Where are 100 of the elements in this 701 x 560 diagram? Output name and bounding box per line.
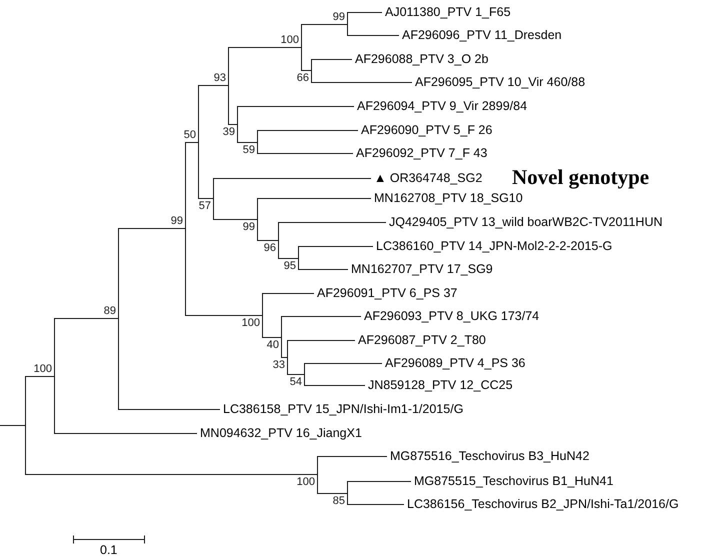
- branch-line: [256, 153, 354, 154]
- taxon-label: AF296091_PTV 6_PS 37: [317, 286, 458, 301]
- clade-node-line: [347, 481, 348, 505]
- branch-line: [304, 363, 382, 364]
- branch-line: [346, 481, 412, 482]
- bootstrap-value: 100: [296, 476, 315, 488]
- branch-line: [236, 142, 258, 143]
- branch-line: [298, 269, 348, 270]
- clade-node-line: [262, 293, 263, 338]
- branch-line: [198, 198, 214, 199]
- branch-line: [24, 376, 54, 377]
- clade-node-line: [298, 246, 299, 270]
- branch-line: [236, 106, 354, 107]
- bootstrap-value: 96: [264, 242, 276, 254]
- branch-line: [198, 85, 228, 86]
- branch-line: [346, 35, 400, 36]
- branch-line: [280, 316, 362, 317]
- bootstrap-value: 59: [242, 144, 255, 156]
- branch-line: [316, 493, 348, 494]
- bootstrap-value: 39: [222, 126, 235, 138]
- branch-line: [300, 70, 312, 71]
- bootstrap-value: 99: [332, 11, 345, 23]
- taxon-label: LC386156_Teschovirus B2_JPN/Ishi-Ta1/2016/G: [407, 497, 679, 512]
- bootstrap-value: 95: [284, 260, 296, 272]
- bootstrap-value: 99: [170, 215, 183, 227]
- bootstrap-value: 100: [242, 317, 260, 329]
- branch-line: [184, 315, 262, 316]
- bootstrap-value: 66: [296, 72, 309, 84]
- taxon-label: AF296095_PTV 10_Vir 460/88: [415, 75, 586, 90]
- branch-line: [300, 24, 348, 25]
- clade-node-line: [287, 340, 288, 375]
- clade-node-line: [198, 85, 199, 199]
- branch-line: [304, 385, 366, 386]
- branch-line: [286, 340, 356, 341]
- taxon-label: MN162708_PTV 18_SG10: [374, 191, 523, 206]
- clade-node-line: [257, 198, 258, 241]
- branch-line: [118, 228, 186, 229]
- clade-node-line: [311, 59, 312, 83]
- taxon-label: JN859128_PTV 12_CC25: [368, 378, 513, 393]
- branch-line: [212, 219, 258, 220]
- branch-line: [346, 12, 382, 13]
- taxon-label: AF296093_PTV 8_UKG 173/74: [364, 309, 540, 324]
- branch-line: [256, 130, 358, 131]
- branch-line: [278, 222, 386, 223]
- bootstrap-value: 100: [34, 363, 52, 375]
- bootstrap-value: 40: [266, 339, 279, 351]
- clade-node-line: [257, 130, 258, 154]
- branch-line: [24, 474, 318, 475]
- bootstrap-value: 33: [272, 359, 285, 371]
- bootstrap-value: 50: [184, 129, 196, 141]
- clade-node-line: [304, 363, 305, 386]
- branch-line: [310, 82, 412, 83]
- branch-line: [262, 293, 314, 294]
- branch-line: [256, 240, 278, 241]
- taxon-label: ▲ OR364748_SG2: [374, 171, 482, 186]
- branch-line: [118, 409, 220, 410]
- bootstrap-value: 57: [198, 200, 211, 212]
- branch-line: [54, 433, 198, 434]
- clade-node-line: [301, 24, 302, 71]
- bootstrap-value: 93: [214, 72, 226, 84]
- branch-line: [184, 142, 198, 143]
- clade-node-line: [278, 222, 279, 259]
- clade-node-line: [281, 316, 282, 358]
- taxon-label: JQ429405_PTV 13_wild boarWB2C-TV2011HUN: [389, 215, 663, 230]
- taxon-label: LC386160_PTV 14_JPN-Mol2-2-2-2015-G: [376, 239, 612, 254]
- taxon-label: MN094632_PTV 16_JiangX1: [200, 426, 362, 441]
- branch-line: [0, 425, 26, 426]
- bootstrap-value: 89: [104, 305, 116, 317]
- bootstrap-value: 100: [280, 34, 299, 46]
- branch-line: [212, 178, 372, 179]
- branch-line: [228, 47, 302, 48]
- taxon-label: MN162707_PTV 17_SG9: [351, 262, 493, 277]
- taxon-label: AJ011380_PTV 1_F65: [385, 5, 511, 20]
- branch-line: [286, 374, 304, 375]
- branch-line: [316, 456, 388, 457]
- bootstrap-value: 99: [242, 221, 255, 233]
- taxon-label: AF296087_PTV 2_T80: [358, 333, 486, 348]
- branch-line: [262, 337, 282, 338]
- branch-line: [298, 246, 374, 247]
- clade-node-line: [54, 318, 55, 434]
- clade-node-line: [228, 47, 229, 125]
- clade-node-line: [347, 12, 348, 36]
- annotation-label: Novel genotype: [512, 166, 650, 188]
- clade-node-line: [118, 228, 119, 410]
- taxon-label: LC386158_PTV 15_JPN/Ishi-Im1-1/2015/G: [223, 402, 464, 417]
- scale-label: 0.1: [100, 543, 118, 558]
- branch-line: [310, 59, 352, 60]
- clade-node-line: [317, 456, 318, 494]
- bootstrap-value: 85: [332, 495, 345, 507]
- taxon-label: MG875516_Teschovirus B3_HuN42: [390, 449, 590, 464]
- taxon-label: AF296089_PTV 4_PS 36: [385, 356, 526, 371]
- clade-node-line: [185, 142, 186, 316]
- taxon-label: AF296094_PTV 9_Vir 2899/84: [357, 99, 528, 114]
- clade-node-line: [25, 376, 26, 475]
- branch-line: [346, 504, 404, 505]
- taxon-label: AF296092_PTV 7_F 43: [356, 146, 488, 161]
- branch-line: [54, 318, 118, 319]
- taxon-label: AF296090_PTV 5_F 26: [361, 123, 492, 138]
- taxon-label: AF296088_PTV 3_O 2b: [355, 52, 488, 67]
- clade-node-line: [237, 106, 238, 143]
